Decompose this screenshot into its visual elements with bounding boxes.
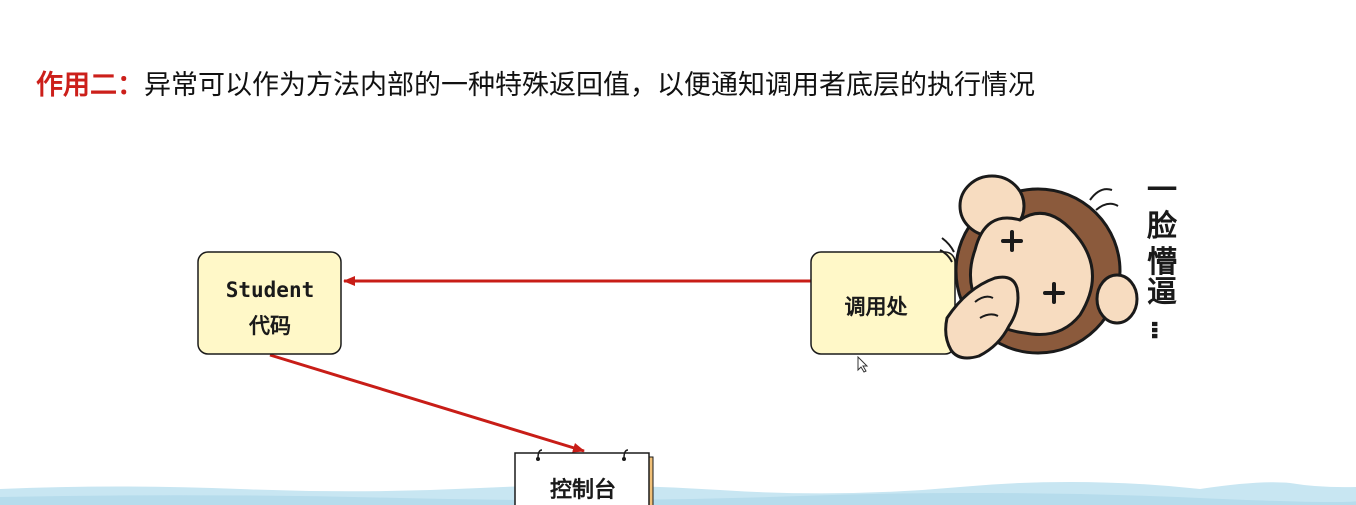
mouse-cursor-icon [857, 356, 869, 373]
caller-node: 调用处 [810, 251, 956, 355]
heading-label: 作用二： [36, 70, 144, 101]
water-highlight [0, 492, 1356, 505]
monkey-caption-char: 脸 [1147, 209, 1178, 244]
heading-text: 异常可以作为方法内部的一种特殊返回值，以便通知调用者底层的执行情况 [144, 70, 1035, 101]
monkey-caption-char: 逼 [1147, 275, 1177, 310]
console-node-label: 控制台 [550, 477, 616, 503]
heading: 作用二：异常可以作为方法内部的一种特殊返回值，以便通知调用者底层的执行情况 [36, 66, 1035, 106]
monkey-caption-char: … [1144, 321, 1179, 339]
student-node-line1: Student [226, 278, 315, 302]
confused-monkey-icon [939, 174, 1139, 360]
student-node: Student 代码 [197, 251, 342, 355]
arrow-student-to-console [269, 353, 585, 453]
monkey-caption-char: 懵 [1147, 245, 1177, 280]
console-node: 控制台 [514, 449, 654, 505]
monkey-caption-char: 一 [1147, 173, 1177, 208]
ring-icon [623, 449, 629, 459]
student-node-line2: 代码 [248, 314, 291, 338]
monkey-caption: 一 脸 懵 逼 … [1144, 173, 1179, 339]
ring-icon [537, 449, 543, 459]
caller-node-label: 调用处 [845, 295, 908, 319]
